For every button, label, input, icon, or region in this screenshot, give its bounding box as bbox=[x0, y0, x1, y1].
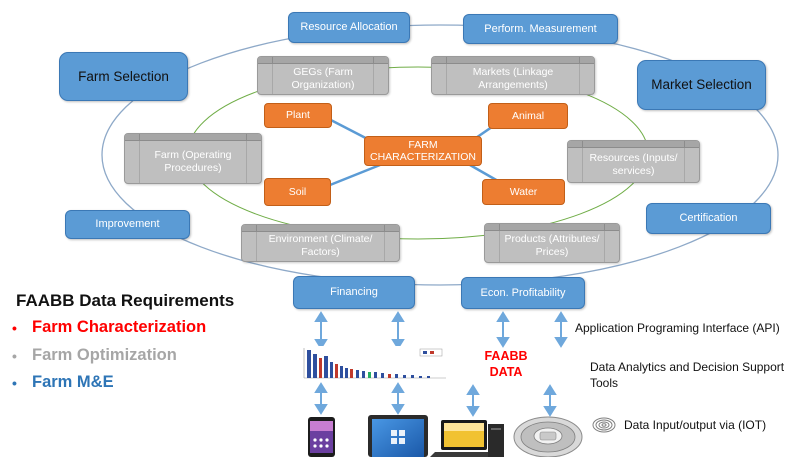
outer-ring bbox=[101, 24, 779, 286]
requirement-label: Farm M&E bbox=[32, 373, 114, 391]
products-label: Products (Attributes/ Prices) bbox=[504, 233, 600, 258]
dashboard-chart-icon bbox=[300, 346, 448, 382]
smartphone-icon bbox=[308, 417, 335, 457]
gegs-box: GEGs (Farm Organization) bbox=[257, 56, 389, 95]
requirement-label: Farm Optimization bbox=[32, 346, 177, 364]
soil-box: Soil bbox=[264, 178, 331, 206]
tablet-icon bbox=[368, 415, 428, 457]
desktop-computer-icon bbox=[430, 420, 504, 457]
bullet-icon: • bbox=[12, 319, 17, 336]
farm-characterization-box: FARM CHARACTERIZATION bbox=[364, 136, 482, 166]
certification-label: Certification bbox=[679, 212, 738, 225]
econ-profitability-label: Econ. Profitability bbox=[480, 286, 566, 299]
water-label: Water bbox=[509, 185, 538, 198]
sensor-device-icon bbox=[513, 416, 583, 457]
farm-selection-box: Farm Selection bbox=[59, 52, 188, 101]
financing-box: Financing bbox=[293, 276, 415, 309]
faabb-data-label: FAABB DATA bbox=[484, 349, 528, 380]
fingerprint-icon bbox=[592, 417, 616, 433]
markets-box: Markets (Linkage Arrangements) bbox=[431, 56, 595, 95]
iot-note: Data Input/output via (IOT) bbox=[624, 418, 767, 432]
bullet-icon: • bbox=[12, 374, 17, 391]
requirement-label: Farm Characterization bbox=[32, 318, 207, 336]
perform-measurement-label: Perform. Measurement bbox=[484, 22, 597, 35]
market-selection-box: Market Selection bbox=[637, 60, 766, 110]
plant-label: Plant bbox=[286, 109, 310, 122]
requirements-title: FAABB Data Requirements bbox=[16, 291, 235, 310]
requirement-item: • Farm Optimization bbox=[12, 346, 177, 365]
environment-box: Environment (Climate/ Factors) bbox=[241, 224, 400, 262]
analytics-note: Data Analytics and Decision Support Tool… bbox=[590, 360, 785, 390]
financing-label: Financing bbox=[330, 286, 378, 299]
requirement-item: • Farm M&E bbox=[12, 373, 114, 392]
farm-operating-label: Farm (Operating Procedures) bbox=[154, 148, 232, 174]
farm-characterization-label: FARM CHARACTERIZATION bbox=[370, 138, 476, 163]
resources-label: Resources (Inputs/ services) bbox=[589, 151, 678, 177]
resources-box: Resources (Inputs/ services) bbox=[567, 140, 700, 183]
animal-box: Animal bbox=[488, 103, 568, 129]
perform-measurement-box: Perform. Measurement bbox=[463, 14, 618, 44]
resource-allocation-box: Resource Allocation bbox=[288, 12, 410, 43]
improvement-box: Improvement bbox=[65, 210, 190, 239]
farm-selection-label: Farm Selection bbox=[78, 68, 169, 84]
soil-label: Soil bbox=[288, 185, 307, 198]
plant-box: Plant bbox=[264, 103, 332, 128]
animal-label: Animal bbox=[511, 109, 545, 122]
resource-allocation-label: Resource Allocation bbox=[300, 21, 398, 34]
certification-box: Certification bbox=[646, 203, 771, 234]
farm-operating-box: Farm (Operating Procedures) bbox=[124, 133, 262, 184]
api-note: Application Programing Interface (API) bbox=[575, 321, 780, 335]
econ-profitability-box: Econ. Profitability bbox=[461, 277, 585, 309]
double-arrows bbox=[314, 311, 568, 417]
market-selection-label: Market Selection bbox=[651, 77, 752, 93]
water-box: Water bbox=[482, 179, 565, 205]
requirement-item: • Farm Characterization bbox=[12, 318, 206, 337]
bullet-icon: • bbox=[12, 347, 17, 364]
environment-label: Environment (Climate/ Factors) bbox=[268, 233, 373, 258]
improvement-label: Improvement bbox=[95, 218, 160, 231]
products-box: Products (Attributes/ Prices) bbox=[484, 223, 620, 263]
gegs-label: GEGs (Farm Organization) bbox=[291, 65, 355, 91]
markets-label: Markets (Linkage Arrangements) bbox=[472, 65, 554, 91]
